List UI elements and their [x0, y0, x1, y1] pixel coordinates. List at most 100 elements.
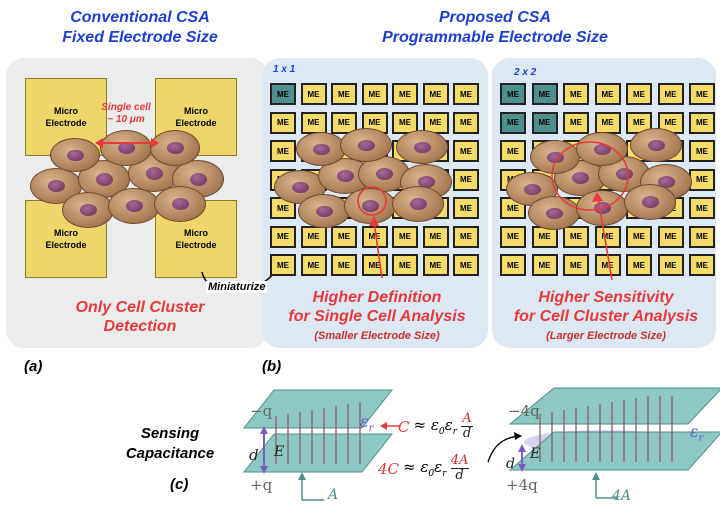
cell	[530, 140, 580, 174]
micro-electrode-cell: ME	[657, 254, 684, 276]
micro-electrode-cell: ME	[270, 225, 296, 248]
micro-electrode-cell: ME	[563, 225, 589, 248]
single-cell-size-arrow	[95, 138, 159, 148]
cell	[62, 192, 114, 228]
grid-size-2x2: 2 x 2	[514, 67, 537, 78]
top-plate	[242, 389, 394, 429]
micro-electrode-cell: ME	[500, 83, 526, 105]
micro-electrode-cell: ME	[563, 254, 589, 276]
micro-electrode-cell: ME	[422, 225, 449, 248]
micro-electrode-cell: ME	[422, 254, 449, 276]
cluster-pointer	[597, 197, 613, 281]
formula-link-arrow	[487, 432, 522, 463]
micro-electrode-cell: ME	[361, 83, 388, 105]
micro-electrode-cell: ME	[331, 254, 357, 276]
cell	[100, 130, 152, 166]
formula-arrow	[380, 422, 400, 430]
micro-electrode-cell: ME	[453, 111, 479, 134]
micro-electrode-cell: ME	[270, 254, 296, 276]
single-cell-pointer	[373, 221, 383, 279]
capacitor-large	[508, 387, 720, 499]
micro-electrode-cell: ME	[500, 254, 526, 276]
miniaturize-label: Miniaturize	[206, 281, 268, 293]
micro-electrode-cell: ME	[392, 83, 418, 105]
top-charge-large: −4q	[508, 402, 540, 420]
micro-electrode-cell: ME	[453, 254, 479, 276]
proposed-title-line2: Programmable Electrode Size	[382, 29, 608, 46]
single-cell-annotation: Single cell ~ 10 μm	[98, 102, 154, 126]
micro-electrode-cell: ME	[270, 111, 296, 134]
micro-electrode-cell: ME	[331, 111, 357, 134]
conventional-title-line1: Conventional CSA	[70, 9, 210, 26]
bottom-charge-small: +q	[250, 476, 273, 494]
cell	[30, 168, 82, 204]
micro-electrode-cell: ME	[689, 140, 715, 162]
micro-electrode-cell: ME	[689, 225, 715, 248]
micro-electrode-cell: ME	[626, 83, 652, 105]
micro-electrode-cell: ME	[594, 83, 621, 105]
micro-electrode-cell: ME	[531, 83, 558, 105]
micro-electrode-cell: ME	[689, 111, 715, 134]
larger-electrode-note: (Larger Electrode Size)	[546, 330, 666, 342]
micro-electrode-cell: ME	[626, 225, 652, 248]
micro-electrode-cell: ME	[453, 140, 479, 162]
capacitor-small	[242, 389, 394, 501]
cell	[624, 184, 676, 220]
micro-electrode-cell: ME	[594, 111, 621, 134]
micro-electrode-cell: ME	[422, 83, 449, 105]
cell	[50, 138, 100, 172]
cell	[154, 186, 206, 222]
single-cell-caption: Higher Definition for Single Cell Analys…	[288, 289, 466, 325]
micro-electrode-cell: ME	[361, 225, 388, 248]
micro-electrode-cell: ME	[300, 225, 327, 248]
cell	[506, 172, 558, 206]
micro-electrode-cell: ME	[453, 83, 479, 105]
cell	[630, 128, 682, 162]
micro-electrode-cell: ME	[563, 83, 589, 105]
electric-field-lines	[539, 396, 673, 462]
micro-electrode-cell: ME	[270, 83, 296, 105]
grid-size-1x1: 1 x 1	[273, 64, 296, 75]
conventional-title-line2: Fixed Electrode Size	[62, 29, 218, 46]
micro-electrode-cell: ME	[331, 83, 357, 105]
bottom-plate	[242, 433, 394, 473]
permittivity-label-large: εr	[690, 422, 704, 445]
sensing-capacitance-label: Sensing Capacitance	[125, 425, 215, 462]
cell	[528, 196, 580, 230]
micro-electrode-cell: ME	[300, 254, 327, 276]
micro-electrode-cell: ME	[270, 140, 296, 162]
conventional-caption: Only Cell Cluster Detection	[75, 299, 205, 335]
top-plate	[508, 387, 720, 425]
panel-a-label: (a)	[24, 358, 43, 375]
micro-electrode-cell: ME	[500, 111, 526, 134]
micro-electrode-cell: ME	[657, 83, 684, 105]
cell	[576, 132, 628, 166]
micro-electrode-cell: ME	[500, 225, 526, 248]
micro-electrode-cell: ME	[531, 254, 558, 276]
micro-electrode-cell: ME	[689, 254, 715, 276]
bottom-plate	[508, 431, 720, 471]
distance-label-large: d	[506, 456, 515, 472]
cell	[344, 188, 396, 224]
area-label-small: A	[328, 487, 339, 503]
micro-electrode-cell: ME	[300, 83, 327, 105]
micro-electrode-cell: ME	[453, 168, 479, 191]
cell	[108, 188, 160, 224]
panel-c-label: (c)	[170, 476, 189, 493]
field-label-large: E	[530, 446, 541, 462]
smaller-electrode-note: (Smaller Electrode Size)	[314, 330, 440, 342]
micro-electrode-cell: ME	[500, 140, 526, 162]
single-cell-size: ~ 10 μm	[107, 114, 145, 125]
field-label-small: E	[274, 444, 285, 460]
single-cell-highlight	[357, 186, 387, 216]
micro-electrode-cell: ME	[453, 197, 479, 219]
cell	[396, 130, 448, 164]
area-label-large: 4A	[612, 488, 632, 504]
cell	[392, 186, 444, 222]
cell	[340, 128, 392, 162]
micro-electrode-cell: ME	[563, 111, 589, 134]
permittivity-label-small: εr	[360, 412, 374, 435]
micro-electrode-cell: ME	[392, 111, 418, 134]
